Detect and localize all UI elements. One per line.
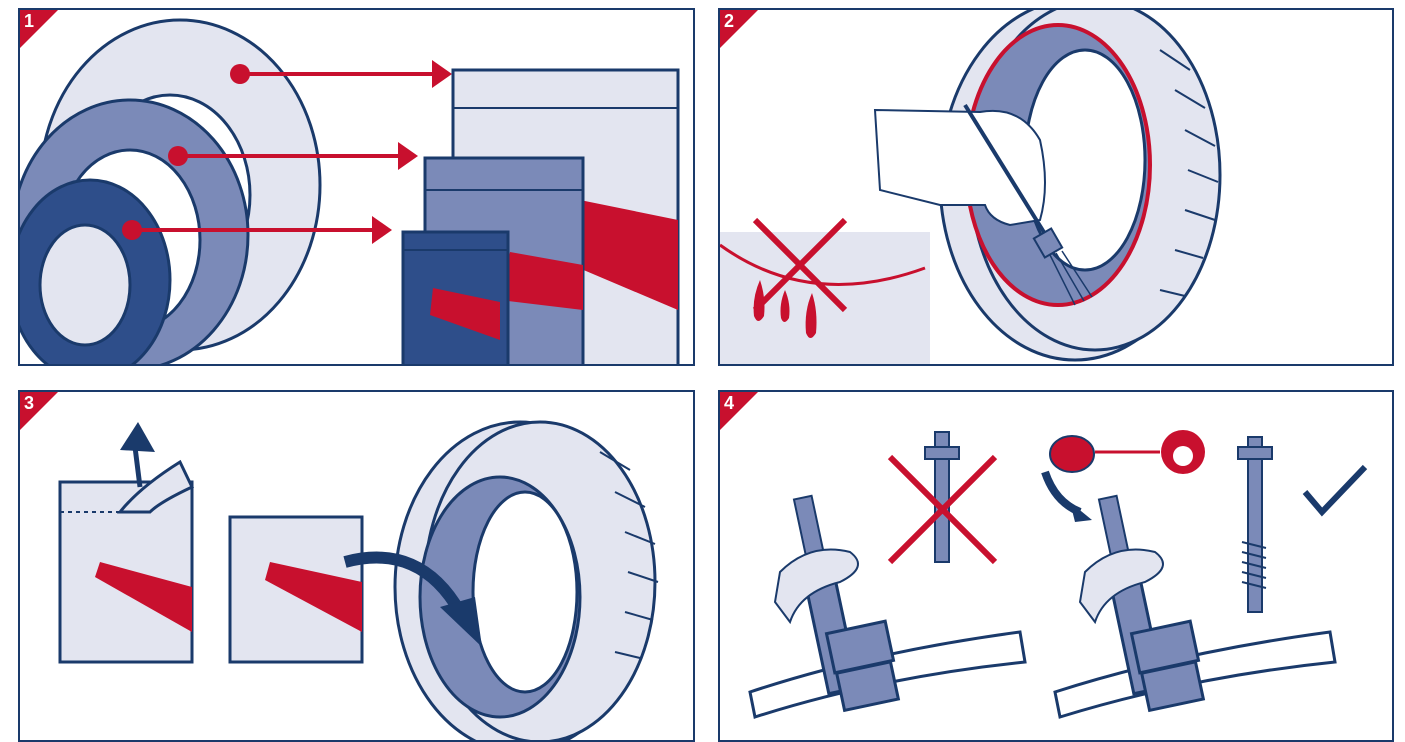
step-4-panel: 4 — [718, 390, 1394, 742]
no-drip-icon — [720, 220, 930, 364]
step-1-illustration — [20, 10, 693, 364]
step-1-number: 1 — [24, 11, 34, 31]
step-2-panel: 2 — [718, 8, 1394, 366]
checkmark-icon — [1305, 467, 1365, 512]
patch-small-icon — [403, 232, 508, 364]
valve-core-tool-icon — [1238, 437, 1272, 612]
step-1-panel: 1 — [18, 8, 695, 366]
step-2-illustration — [720, 10, 1392, 364]
step-3-illustration — [20, 392, 693, 742]
patch-insert-icon — [230, 517, 362, 662]
step-4-illustration — [720, 392, 1392, 742]
step-4-number: 4 — [724, 393, 734, 413]
step-2-number: 2 — [724, 11, 734, 31]
step-3-panel: 3 — [18, 390, 695, 742]
step-3-number: 3 — [24, 393, 34, 413]
valve-cap-icon — [1045, 430, 1205, 522]
patch-peel-icon — [60, 422, 192, 662]
valve-core-tool-icon — [890, 432, 995, 562]
